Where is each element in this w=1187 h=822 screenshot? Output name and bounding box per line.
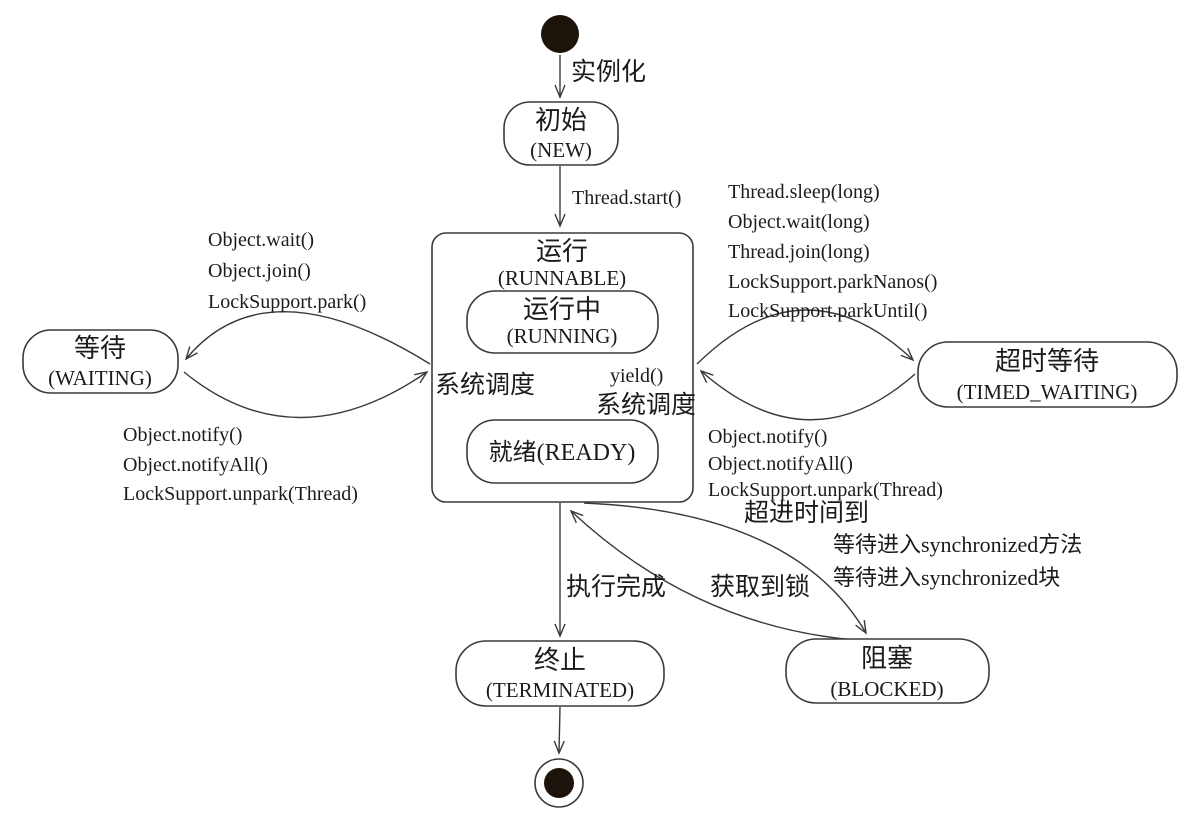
edge-blocked-to-runnable	[569, 509, 856, 641]
state-new-shape	[503, 101, 619, 166]
state-timed-waiting-label-cn: 超时等待	[995, 347, 1099, 376]
label-from-waiting-line-2: LockSupport.unpark(Thread)	[123, 483, 358, 505]
label-thread-start: Thread.start()	[572, 187, 681, 209]
state-blocked-label-cn: 阻塞	[861, 644, 913, 673]
label-instantiate: 实例化	[571, 58, 646, 86]
state-runnable-label-en: (RUNNABLE)	[498, 266, 626, 290]
state-waiting-shape	[22, 329, 179, 394]
state-terminated: 终止 (TERMINATED)	[455, 640, 665, 707]
label-to-waiting-line-0: Object.wait()	[208, 229, 314, 251]
initial-state-dot	[541, 15, 579, 53]
edge-terminated-to-final	[553, 706, 565, 755]
state-terminated-shape	[455, 640, 665, 707]
label-from-waiting-line-1: Object.notifyAll()	[123, 454, 268, 476]
label-from-timed-waiting-line-1: Object.notifyAll()	[708, 453, 853, 475]
label-to-timed-waiting-line-4: LockSupport.parkUntil()	[728, 300, 927, 322]
state-running-label-cn: 运行中	[523, 295, 601, 324]
edge-runnable-to-timed-waiting	[696, 309, 915, 365]
state-timed-waiting-label-en: (TIMED_WAITING)	[957, 380, 1138, 404]
state-timed-waiting-shape	[917, 341, 1178, 408]
state-final	[534, 758, 584, 808]
label-acquire-lock: 获取到锁	[710, 573, 810, 601]
state-timed-waiting: 超时等待 (TIMED_WAITING)	[917, 341, 1178, 408]
label-yield: yield()	[610, 365, 663, 387]
label-to-waiting-line-1: Object.join()	[208, 260, 311, 282]
state-new-label-en: (NEW)	[530, 138, 592, 162]
state-waiting: 等待 (WAITING)	[22, 329, 179, 394]
label-to-blocked-line-1: 等待进入synchronized块	[833, 565, 1060, 590]
label-scheduler-left: 系统调度	[435, 371, 535, 399]
state-blocked-shape	[785, 638, 990, 704]
state-running-label-en: (RUNNING)	[507, 324, 618, 348]
state-terminated-label-cn: 终止	[534, 646, 586, 675]
state-waiting-label-cn: 等待	[74, 334, 126, 363]
label-to-blocked-line-0: 等待进入synchronized方法	[833, 532, 1082, 557]
state-blocked: 阻塞 (BLOCKED)	[785, 638, 990, 704]
state-ready-shape	[466, 419, 659, 484]
label-execution-complete: 执行完成	[566, 573, 666, 601]
label-to-waiting-line-2: LockSupport.park()	[208, 291, 366, 313]
state-initial	[541, 15, 579, 53]
label-to-timed-waiting-line-1: Object.wait(long)	[728, 211, 870, 233]
label-from-timed-waiting-line-0: Object.notify()	[708, 426, 827, 448]
state-new: 初始 (NEW)	[503, 101, 619, 166]
state-new-label-cn: 初始	[535, 106, 587, 135]
state-runnable-label-cn: 运行	[536, 237, 588, 266]
label-to-timed-waiting-line-3: LockSupport.parkNanos()	[728, 271, 937, 293]
final-state-dot	[544, 768, 574, 798]
state-ready-label: 就绪(READY)	[489, 439, 636, 466]
label-scheduler-right: 系统调度	[596, 391, 696, 419]
edge-timed-waiting-to-runnable	[699, 369, 916, 421]
state-terminated-label-en: (TERMINATED)	[486, 678, 634, 702]
state-ready: 就绪(READY)	[466, 419, 659, 484]
label-to-timed-waiting-line-0: Thread.sleep(long)	[728, 181, 880, 203]
edge-runnable-to-waiting	[184, 311, 431, 365]
state-running: 运行中 (RUNNING)	[466, 290, 659, 354]
edge-waiting-to-runnable	[183, 370, 429, 419]
edge-runnable-to-blocked	[583, 502, 867, 635]
state-waiting-label-en: (WAITING)	[48, 366, 152, 390]
state-blocked-label-en: (BLOCKED)	[830, 677, 943, 701]
state-running-shape	[466, 290, 659, 354]
label-from-timed-waiting-line-2: LockSupport.unpark(Thread)	[708, 479, 943, 501]
label-to-timed-waiting-line-2: Thread.join(long)	[728, 241, 870, 263]
label-from-waiting-line-0: Object.notify()	[123, 424, 242, 446]
label-timeout: 超进时间到	[744, 499, 869, 527]
